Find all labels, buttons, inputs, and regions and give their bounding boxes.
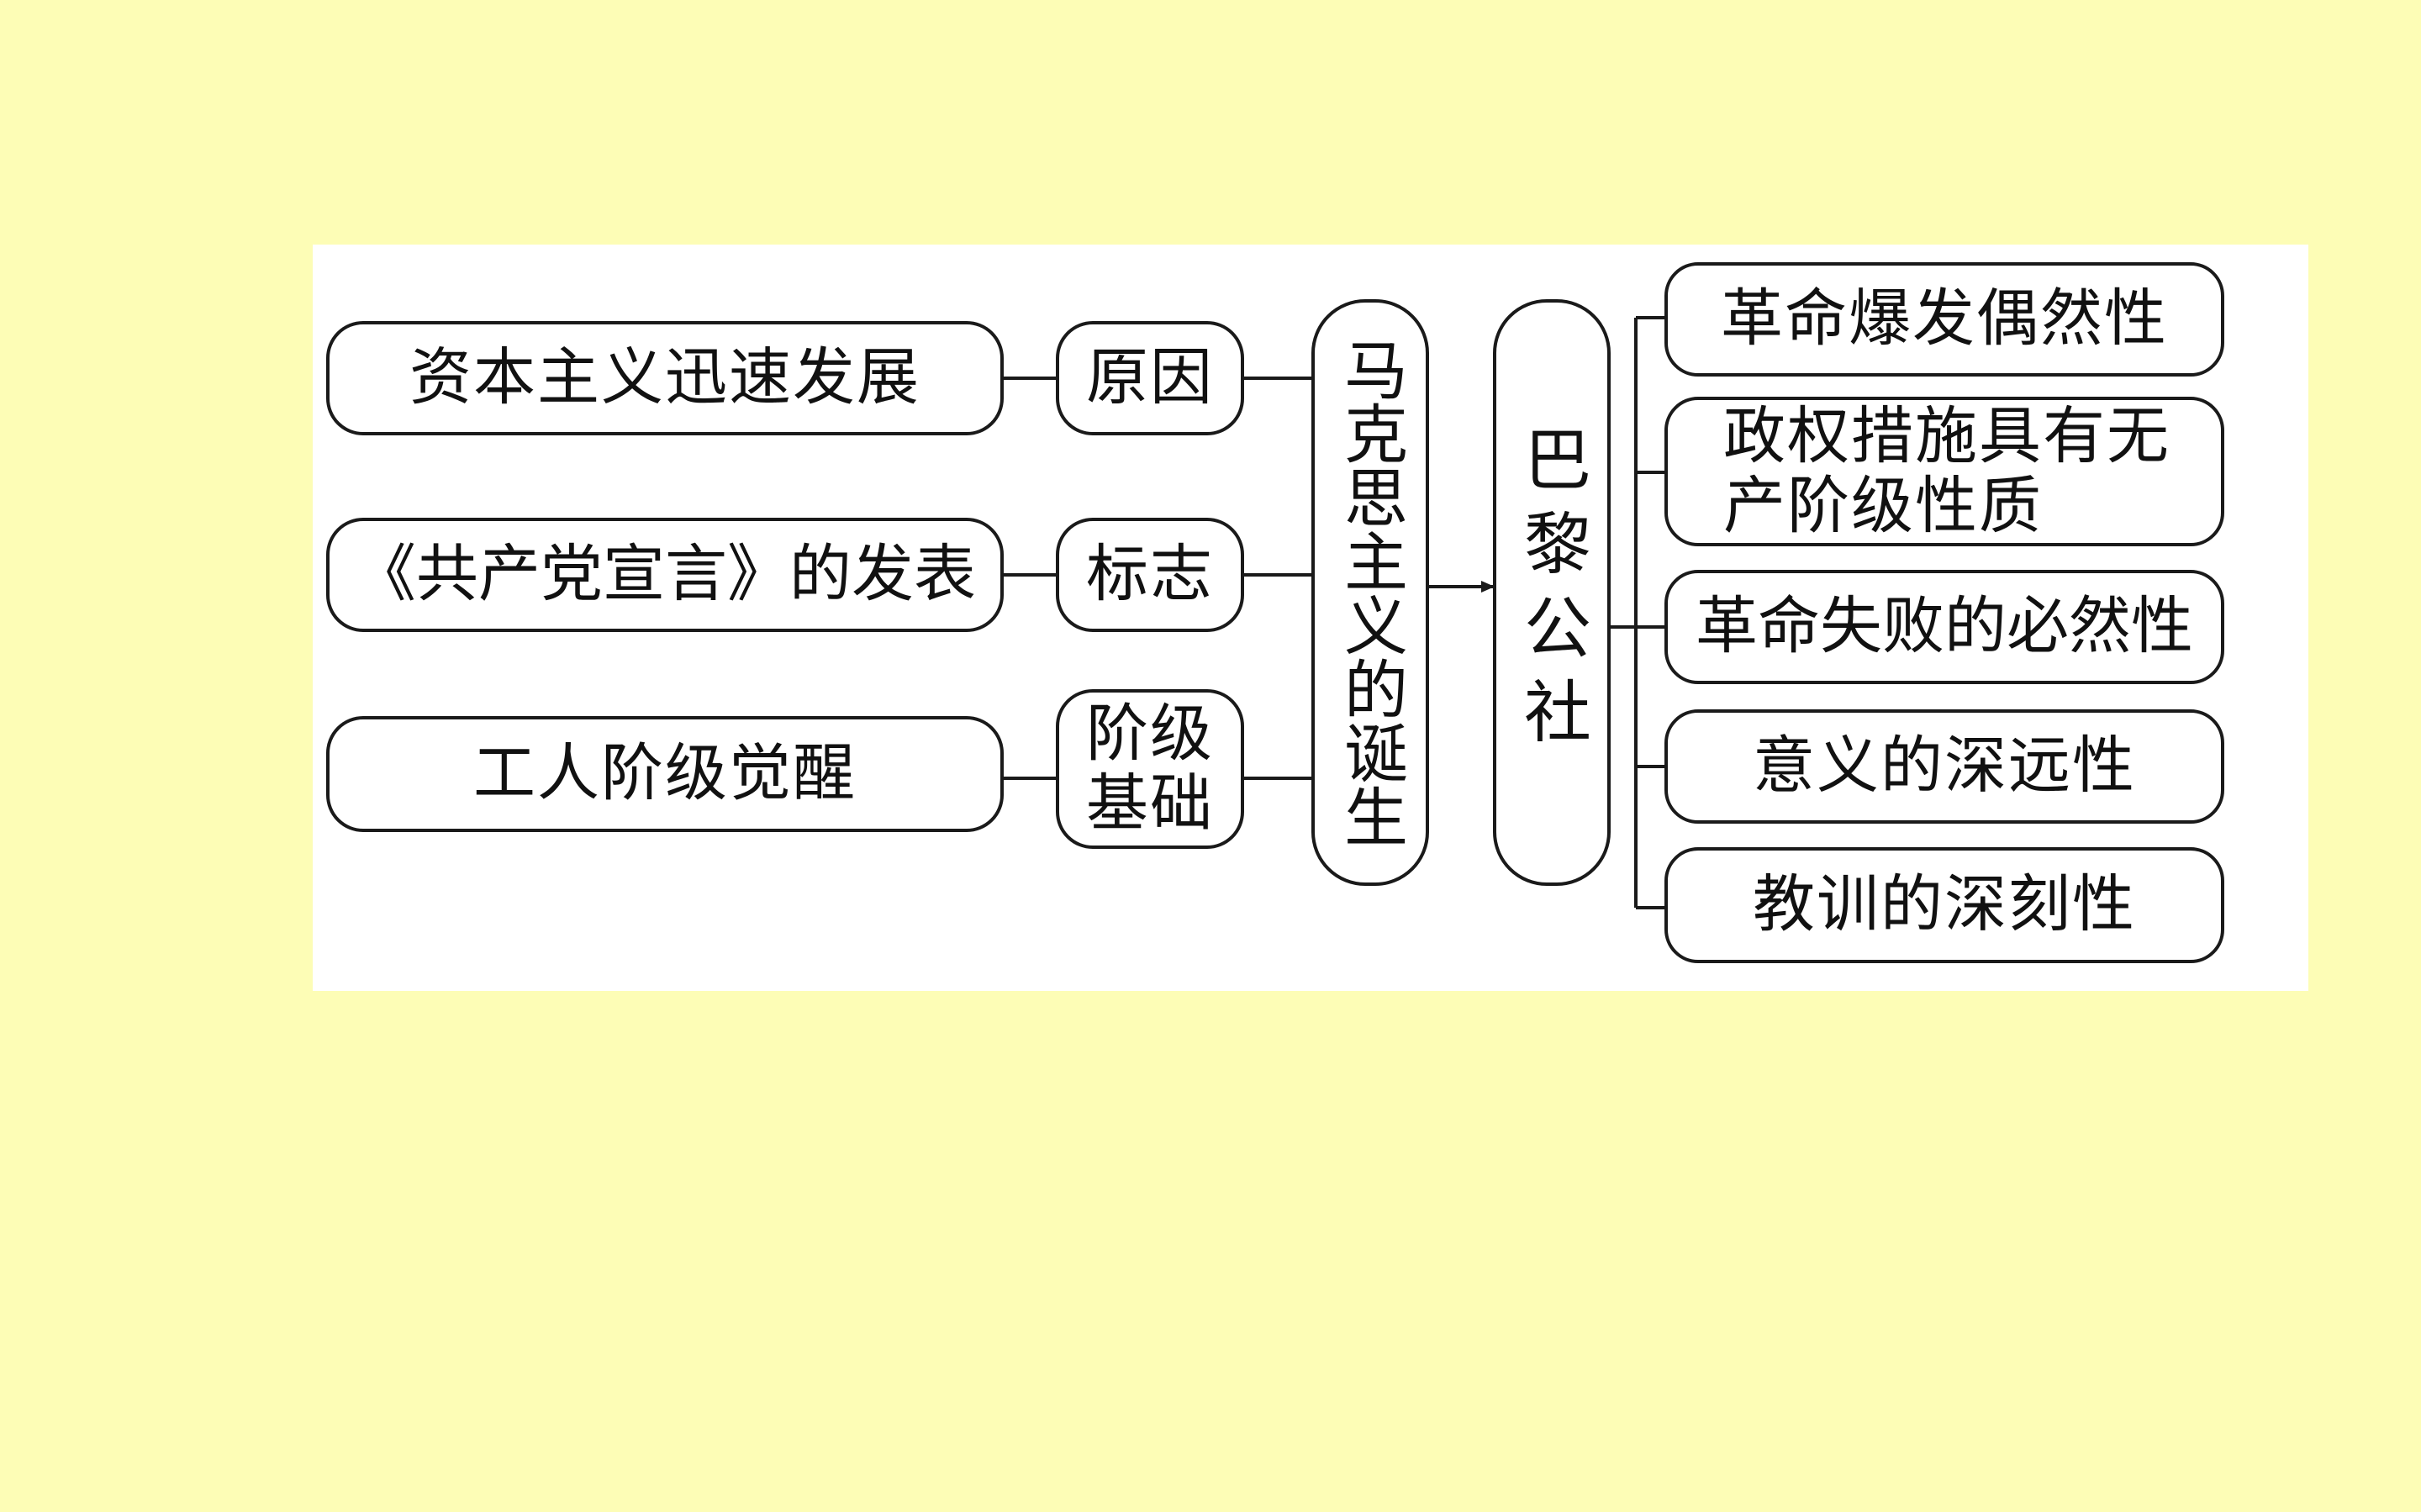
right-item-outbreak: 革命爆发偶然性	[1664, 262, 2224, 377]
relation-cause: 原因	[1056, 321, 1244, 435]
center-marxism-birth: 马克思主义的诞生	[1311, 299, 1429, 886]
right-item-proletarian-text: 政权措施具有无 产阶级性质	[1723, 400, 2170, 542]
right-item-failure: 革命失败的必然性	[1664, 570, 2224, 684]
right-item-significance: 意义的深远性	[1664, 709, 2224, 824]
relation-marker: 标志	[1056, 518, 1244, 632]
right-item-proletarian: 政权措施具有无 产阶级性质	[1664, 397, 2224, 546]
right-item-lessons: 教训的深刻性	[1664, 847, 2224, 963]
relation-class-basis: 阶级 基础	[1056, 689, 1244, 849]
left-item-workers: 工人阶级觉醒	[326, 716, 1004, 832]
left-item-capitalism: 资本主义迅速发展	[326, 321, 1004, 435]
center-paris-commune: 巴黎公社	[1493, 299, 1611, 886]
relation-class-basis-text: 阶级 基础	[1086, 698, 1214, 840]
left-item-manifesto: 《共产党宣言》的发表	[326, 518, 1004, 632]
